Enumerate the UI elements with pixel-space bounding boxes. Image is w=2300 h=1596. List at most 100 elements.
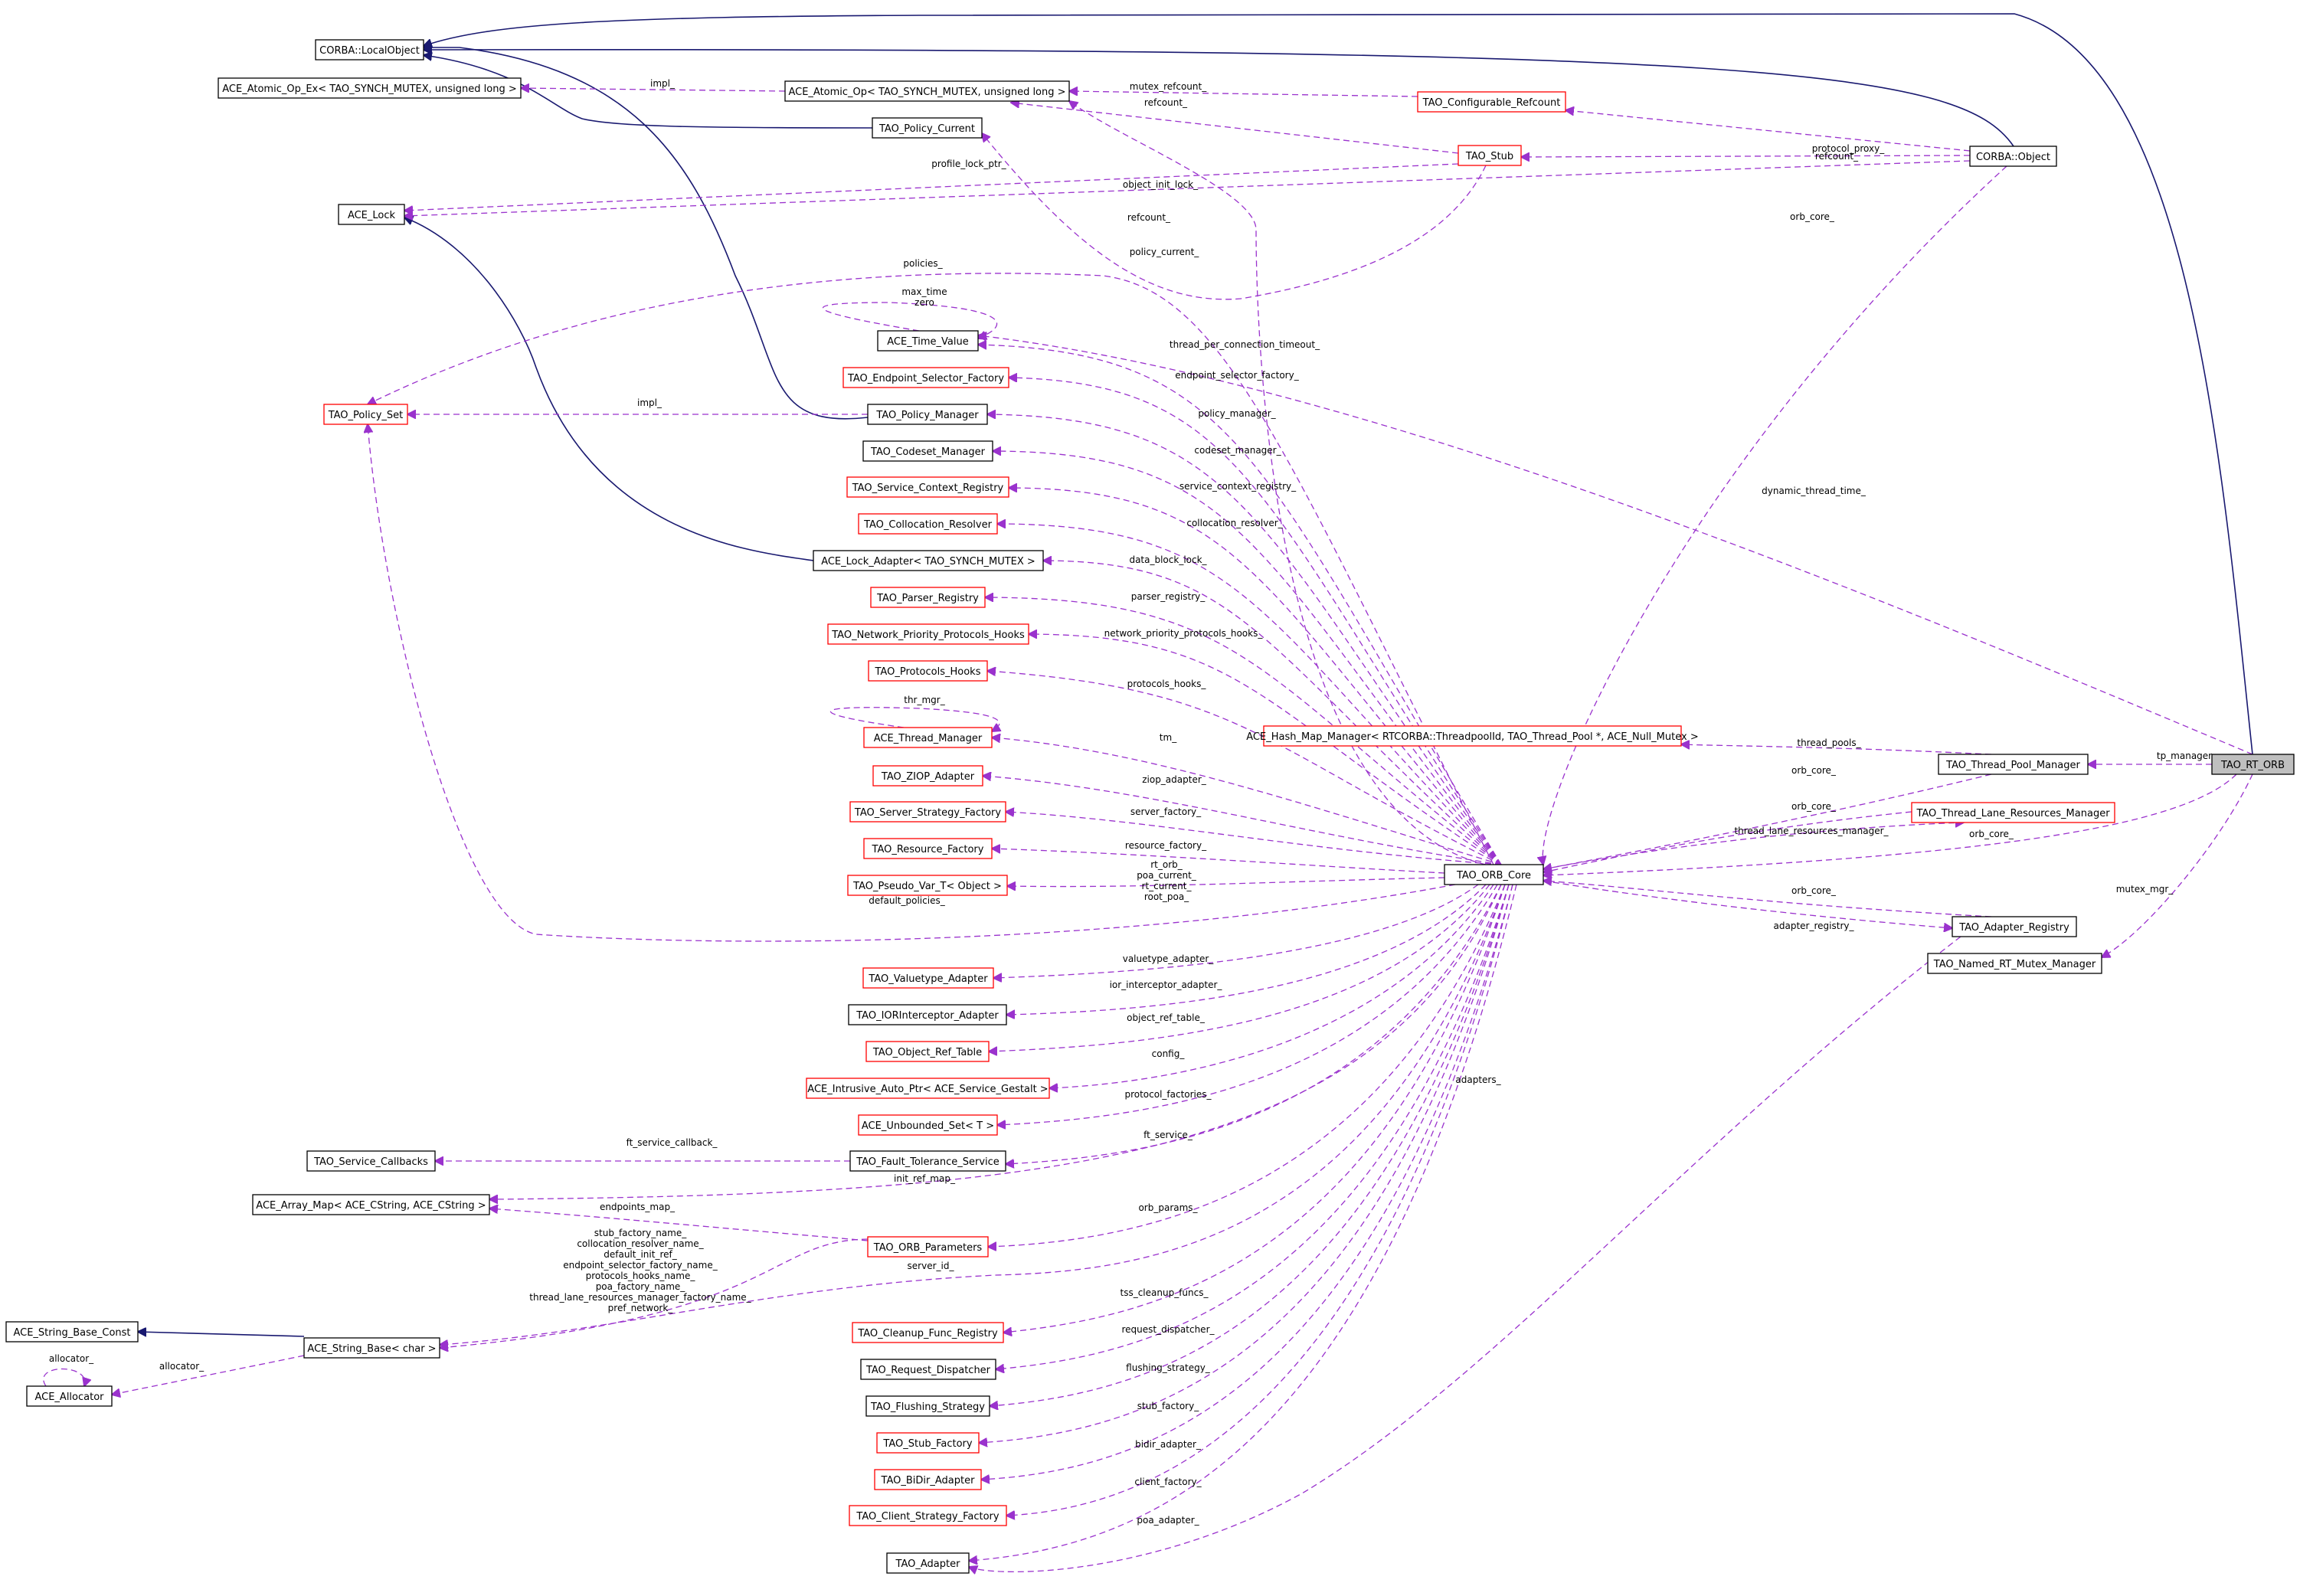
node-box[interactable] bbox=[806, 1078, 1050, 1099]
node-ace-lock-adapter[interactable]: ACE_Lock_Adapter< TAO_SYNCH_MUTEX > bbox=[813, 550, 1044, 571]
node-box[interactable] bbox=[1444, 864, 1544, 885]
node-box[interactable] bbox=[1927, 953, 2102, 974]
node-box[interactable] bbox=[847, 875, 1008, 896]
node-tao-flushing-strategy[interactable]: TAO_Flushing_Strategy bbox=[865, 1395, 990, 1417]
node-box[interactable] bbox=[842, 367, 1009, 388]
node-tao-adapter[interactable]: TAO_Adapter bbox=[886, 1552, 970, 1574]
node-corba-localobject[interactable]: CORBA::LocalObject bbox=[315, 39, 424, 61]
node-box[interactable] bbox=[860, 1359, 996, 1380]
node-box[interactable] bbox=[1952, 916, 2077, 937]
node-tao-endpoint-selector-factory[interactable]: TAO_Endpoint_Selector_Factory bbox=[842, 367, 1009, 388]
node-box[interactable] bbox=[862, 967, 994, 989]
node-box[interactable] bbox=[876, 1432, 980, 1454]
node-tao-orb-core[interactable]: TAO_ORB_Core bbox=[1444, 864, 1544, 885]
node-box[interactable] bbox=[1417, 91, 1566, 113]
node-tao-server-strategy-factory[interactable]: TAO_Server_Strategy_Factory bbox=[849, 801, 1006, 823]
node-box[interactable] bbox=[870, 587, 986, 608]
node-tao-rt-orb[interactable]: TAO_RT_ORB bbox=[2211, 754, 2295, 775]
node-box[interactable] bbox=[877, 330, 979, 352]
node-box[interactable] bbox=[5, 1321, 139, 1343]
node-ace-time-value[interactable]: ACE_Time_Value bbox=[877, 330, 979, 352]
node-tao-iorinterceptor-adapter[interactable]: TAO_IORInterceptor_Adapter bbox=[848, 1004, 1007, 1025]
node-tao-ziop-adapter[interactable]: TAO_ZIOP_Adapter bbox=[872, 765, 983, 787]
node-tao-pseudo-var-t[interactable]: TAO_Pseudo_Var_T< Object > bbox=[847, 875, 1008, 896]
node-tao-policy-current[interactable]: TAO_Policy_Current bbox=[872, 117, 983, 139]
node-box[interactable] bbox=[874, 1469, 982, 1490]
node-box[interactable] bbox=[849, 1505, 1007, 1526]
node-tao-named-rt-mutex-manager[interactable]: TAO_Named_RT_Mutex_Manager bbox=[1927, 953, 2102, 974]
node-box[interactable] bbox=[813, 550, 1044, 571]
node-tao-protocols-hooks[interactable]: TAO_Protocols_Hooks bbox=[868, 660, 988, 682]
node-tao-network-priority-protocols-hooks[interactable]: TAO_Network_Priority_Protocols_Hooks bbox=[827, 623, 1029, 645]
node-tao-bidir-adapter[interactable]: TAO_BiDir_Adapter bbox=[874, 1469, 982, 1490]
node-ace-allocator[interactable]: ACE_Allocator bbox=[26, 1385, 113, 1407]
node-ace-atomic-op[interactable]: ACE_Atomic_Op< TAO_SYNCH_MUTEX, unsigned… bbox=[784, 80, 1070, 102]
node-box[interactable] bbox=[315, 39, 424, 61]
node-tao-stub[interactable]: TAO_Stub bbox=[1458, 145, 1522, 166]
node-box[interactable] bbox=[852, 1322, 1004, 1343]
node-box[interactable] bbox=[865, 1041, 990, 1062]
node-tao-object-ref-table[interactable]: TAO_Object_Ref_Table bbox=[865, 1041, 990, 1062]
node-box[interactable] bbox=[1263, 725, 1682, 747]
node-box[interactable] bbox=[849, 801, 1006, 823]
node-box[interactable] bbox=[867, 404, 988, 425]
node-box[interactable] bbox=[872, 765, 983, 787]
node-tao-orb-parameters[interactable]: TAO_ORB_Parameters bbox=[867, 1236, 989, 1258]
node-tao-codeset-manager[interactable]: TAO_Codeset_Manager bbox=[862, 440, 993, 462]
node-ace-hash-map-manager[interactable]: ACE_Hash_Map_Manager< RTCORBA::Threadpoo… bbox=[1246, 725, 1699, 747]
node-ace-array-map[interactable]: ACE_Array_Map< ACE_CString, ACE_CString … bbox=[252, 1194, 490, 1215]
node-ace-atomic-op-ex[interactable]: ACE_Atomic_Op_Ex< TAO_SYNCH_MUTEX, unsig… bbox=[218, 77, 522, 99]
node-ace-lock[interactable]: ACE_Lock bbox=[338, 204, 405, 225]
node-box[interactable] bbox=[858, 1114, 998, 1136]
node-tao-resource-factory[interactable]: TAO_Resource_Factory bbox=[863, 838, 993, 859]
node-tao-cleanup-func-registry[interactable]: TAO_Cleanup_Func_Registry bbox=[852, 1322, 1004, 1343]
node-tao-thread-lane-resources-manager[interactable]: TAO_Thread_Lane_Resources_Manager bbox=[1911, 802, 2115, 823]
node-box[interactable] bbox=[306, 1150, 436, 1172]
node-box[interactable] bbox=[863, 727, 993, 748]
node-box[interactable] bbox=[865, 1395, 990, 1417]
node-ace-unbounded-set[interactable]: ACE_Unbounded_Set< T > bbox=[858, 1114, 998, 1136]
node-box[interactable] bbox=[1911, 802, 2115, 823]
node-tao-stub-factory[interactable]: TAO_Stub_Factory bbox=[876, 1432, 980, 1454]
node-tao-configurable-refcount[interactable]: TAO_Configurable_Refcount bbox=[1417, 91, 1566, 113]
node-box[interactable] bbox=[827, 623, 1029, 645]
node-tao-service-context-registry[interactable]: TAO_Service_Context_Registry bbox=[846, 476, 1009, 498]
node-tao-fault-tolerance-service[interactable]: TAO_Fault_Tolerance_Service bbox=[849, 1150, 1006, 1172]
node-box[interactable] bbox=[868, 660, 988, 682]
node-box[interactable] bbox=[338, 204, 405, 225]
node-box[interactable] bbox=[303, 1337, 440, 1359]
node-box[interactable] bbox=[26, 1385, 113, 1407]
node-box[interactable] bbox=[867, 1236, 989, 1258]
node-ace-thread-manager[interactable]: ACE_Thread_Manager bbox=[863, 727, 993, 748]
node-box[interactable] bbox=[218, 77, 522, 99]
node-box[interactable] bbox=[848, 1004, 1007, 1025]
node-box[interactable] bbox=[252, 1194, 490, 1215]
node-box[interactable] bbox=[858, 513, 998, 535]
node-ace-string-base-const[interactable]: ACE_String_Base_Const bbox=[5, 1321, 139, 1343]
node-tao-request-dispatcher[interactable]: TAO_Request_Dispatcher bbox=[860, 1359, 996, 1380]
node-box[interactable] bbox=[1938, 754, 2089, 775]
node-ace-string-base[interactable]: ACE_String_Base< char > bbox=[303, 1337, 440, 1359]
node-box[interactable] bbox=[863, 838, 993, 859]
node-box[interactable] bbox=[323, 404, 408, 425]
node-tao-client-strategy-factory[interactable]: TAO_Client_Strategy_Factory bbox=[849, 1505, 1007, 1526]
node-tao-adapter-registry[interactable]: TAO_Adapter_Registry bbox=[1952, 916, 2077, 937]
node-box[interactable] bbox=[846, 476, 1009, 498]
node-box[interactable] bbox=[862, 440, 993, 462]
node-tao-policy-manager[interactable]: TAO_Policy_Manager bbox=[867, 404, 988, 425]
node-box[interactable] bbox=[784, 80, 1070, 102]
node-ace-intrusive-auto-ptr[interactable]: ACE_Intrusive_Auto_Ptr< ACE_Service_Gest… bbox=[806, 1078, 1050, 1099]
node-box[interactable] bbox=[1458, 145, 1522, 166]
node-box[interactable] bbox=[886, 1552, 970, 1574]
node-tao-valuetype-adapter[interactable]: TAO_Valuetype_Adapter bbox=[862, 967, 994, 989]
node-tao-thread-pool-manager[interactable]: TAO_Thread_Pool_Manager bbox=[1938, 754, 2089, 775]
node-tao-policy-set[interactable]: TAO_Policy_Set bbox=[323, 404, 408, 425]
node-box[interactable] bbox=[849, 1150, 1006, 1172]
node-box[interactable] bbox=[1969, 146, 2057, 167]
node-box[interactable] bbox=[872, 117, 983, 139]
node-tao-collocation-resolver[interactable]: TAO_Collocation_Resolver bbox=[858, 513, 998, 535]
node-tao-service-callbacks[interactable]: TAO_Service_Callbacks bbox=[306, 1150, 436, 1172]
node-tao-parser-registry[interactable]: TAO_Parser_Registry bbox=[870, 587, 986, 608]
node-box[interactable] bbox=[2211, 754, 2295, 775]
node-corba-object[interactable]: CORBA::Object bbox=[1969, 146, 2057, 167]
